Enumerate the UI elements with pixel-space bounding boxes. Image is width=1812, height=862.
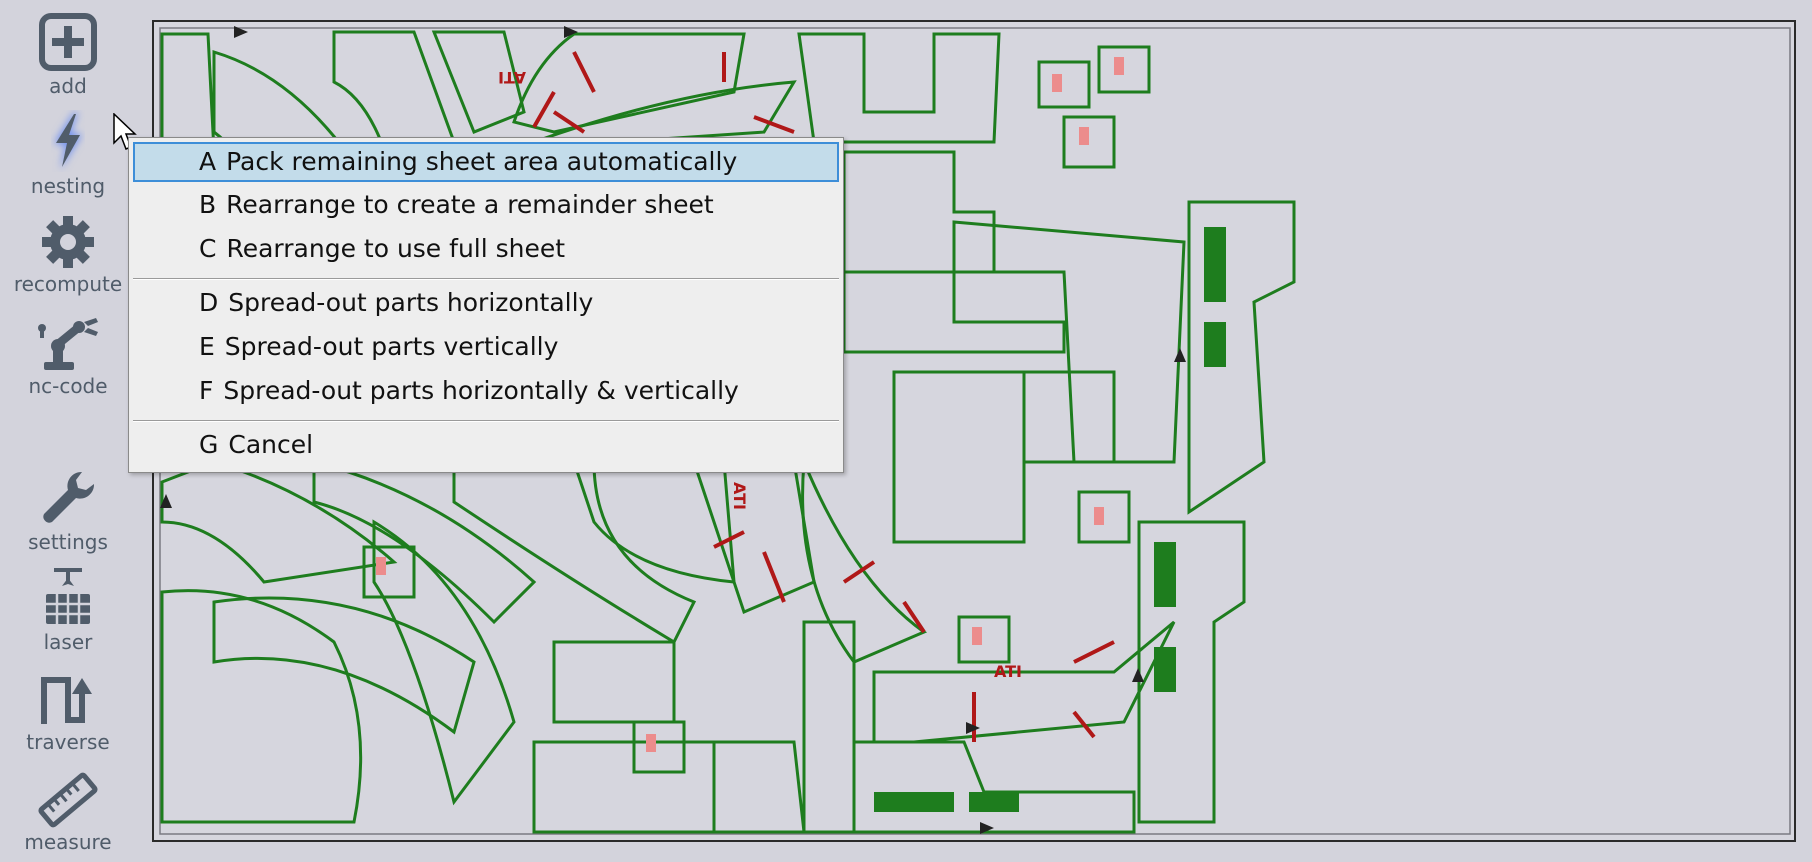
menu-item-key: F	[199, 376, 214, 405]
nesting-label: nesting	[30, 174, 106, 198]
add-tool-button[interactable]: add	[0, 12, 136, 98]
measure-tool-button[interactable]: measure	[0, 772, 136, 854]
part-label-1: ATI	[498, 68, 526, 87]
menu-item-key: G	[199, 430, 219, 459]
menu-separator	[133, 420, 839, 422]
nc-code-tool-button[interactable]: nc-code	[0, 316, 136, 398]
nesting-tool-button[interactable]: nesting	[0, 110, 136, 198]
menu-item-spread-horizontal[interactable]: D Spread-out parts horizontally	[133, 284, 839, 324]
laser-icon	[46, 568, 90, 624]
menu-item-key: D	[199, 288, 219, 317]
menu-item-cancel[interactable]: G Cancel	[133, 426, 839, 466]
laser-label: laser	[43, 630, 93, 654]
menu-item-label: Pack remaining sheet area automatically	[226, 147, 738, 176]
lightning-icon	[54, 112, 82, 170]
nc-code-label: nc-code	[28, 374, 108, 398]
measure-label: measure	[24, 830, 112, 854]
menu-item-pack-remaining[interactable]: A Pack remaining sheet area automatically	[133, 142, 839, 182]
menu-item-label: Spread-out parts vertically	[224, 332, 559, 361]
settings-label: settings	[28, 530, 108, 554]
menu-item-label: Rearrange to use full sheet	[226, 234, 566, 263]
wrench-icon	[43, 471, 95, 523]
recompute-tool-button[interactable]: recompute	[0, 214, 136, 296]
menu-item-spread-both[interactable]: F Spread-out parts horizontally & vertica…	[133, 372, 839, 412]
menu-item-rearrange-full[interactable]: C Rearrange to use full sheet	[133, 230, 839, 270]
menu-separator	[133, 278, 839, 280]
add-icon	[39, 13, 97, 71]
menu-item-key: C	[199, 234, 217, 263]
robot-arm-icon	[38, 318, 98, 370]
settings-tool-button[interactable]: settings	[0, 468, 136, 554]
gear-icon	[42, 216, 94, 268]
menu-item-rearrange-remainder[interactable]: B Rearrange to create a remainder sheet	[133, 186, 839, 226]
traverse-icon	[41, 677, 92, 724]
menu-item-key: B	[199, 190, 217, 219]
menu-item-label: Spread-out parts horizontally & vertical…	[223, 376, 739, 405]
nested-parts-canvas: ATI ATI ATI	[159, 26, 1791, 835]
laser-tool-button[interactable]: laser	[0, 568, 136, 654]
recompute-label: recompute	[13, 272, 123, 296]
menu-item-key: E	[199, 332, 215, 361]
toolbar: add nesting recompute	[0, 0, 136, 862]
add-label: add	[49, 74, 87, 98]
part-label-3: ATI	[994, 662, 1022, 681]
menu-item-label: Rearrange to create a remainder sheet	[226, 190, 714, 219]
part-label-2: ATI	[730, 482, 749, 510]
menu-item-spread-vertical[interactable]: E Spread-out parts vertically	[133, 328, 839, 368]
ruler-icon	[38, 772, 98, 828]
nesting-context-menu: A Pack remaining sheet area automatically…	[128, 137, 844, 473]
traverse-tool-button[interactable]: traverse	[0, 672, 136, 754]
menu-item-key: A	[199, 147, 217, 176]
traverse-label: traverse	[26, 730, 110, 754]
menu-item-label: Cancel	[228, 430, 314, 459]
menu-item-label: Spread-out parts horizontally	[228, 288, 594, 317]
